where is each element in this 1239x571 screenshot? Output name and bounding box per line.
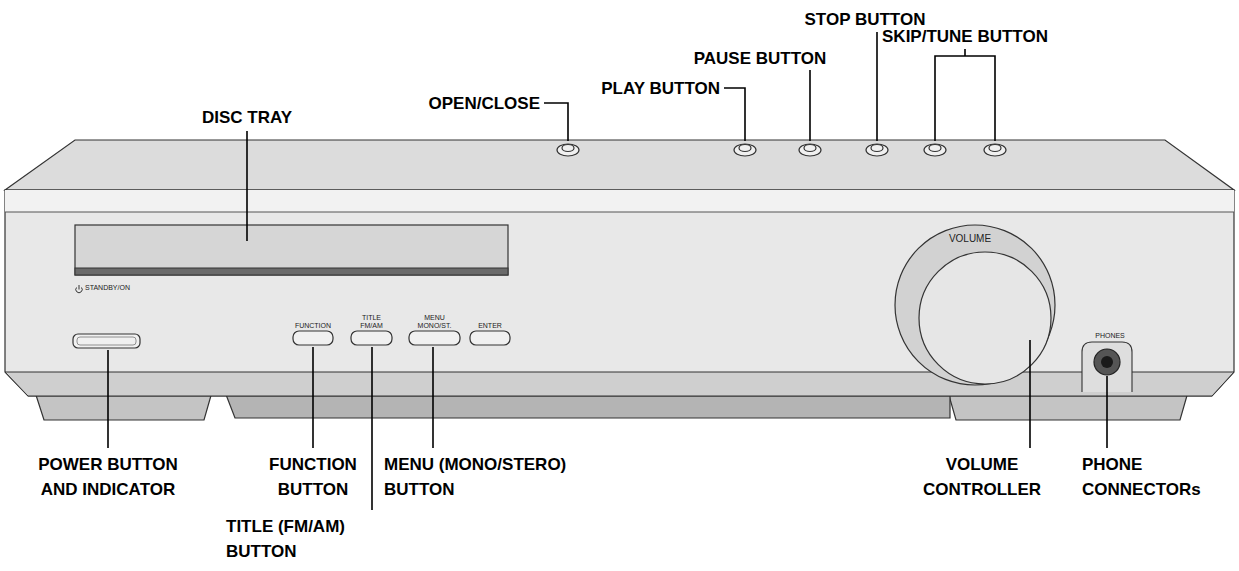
power-symbol-bar: [79, 285, 80, 290]
disc-tray: [75, 225, 508, 275]
enter-button: [470, 331, 510, 345]
power-button: [73, 334, 140, 348]
tray-edge: [75, 268, 508, 275]
function-button: [293, 331, 333, 345]
jack-hole: [1101, 356, 1113, 368]
panel-text: MENU MONO/ST.: [413, 314, 456, 330]
part-label: TITLE (FM/AM) BUTTON: [226, 514, 368, 564]
part-label: DISC TRAY: [187, 105, 307, 130]
top-buttons: [557, 144, 1006, 156]
panel-text: VOLUME: [935, 233, 1005, 245]
bottom-band: [5, 372, 1234, 396]
part-label: VOLUME CONTROLLER: [918, 452, 1046, 502]
part-label: SKIP/TUNE BUTTON: [865, 24, 1065, 49]
panel-text: PHONES: [1085, 332, 1135, 340]
power-button-rim: [77, 337, 136, 345]
part-label: FUNCTION BUTTON: [261, 452, 365, 502]
part-label: MENU (MONO/STERO) BUTTON: [384, 452, 616, 502]
volume-ring: [895, 225, 1055, 385]
part-label: PHONE CONNECTORs: [1082, 452, 1222, 502]
part-label: PLAY BUTTON: [580, 76, 720, 101]
front-face: [5, 190, 1234, 396]
menu-button: [409, 331, 460, 345]
leader-lines: [108, 32, 1107, 510]
phones-jack: [1094, 349, 1120, 375]
top-strip: [5, 190, 1234, 212]
panel-text: FUNCTION: [285, 322, 341, 330]
part-label: POWER BUTTON AND INDICATOR: [36, 452, 180, 502]
panel-text: STANDBY/ON: [85, 284, 165, 292]
title-button: [351, 331, 392, 345]
strip-edge: [5, 212, 1234, 213]
volume-knob: [919, 252, 1051, 384]
part-label: PAUSE BUTTON: [680, 46, 840, 71]
panel-text: TITLE FM/AM: [354, 314, 389, 330]
panel-text: ENTER: [465, 322, 515, 330]
top-face: [5, 140, 1234, 190]
part-label: OPEN/CLOSE: [420, 91, 540, 116]
